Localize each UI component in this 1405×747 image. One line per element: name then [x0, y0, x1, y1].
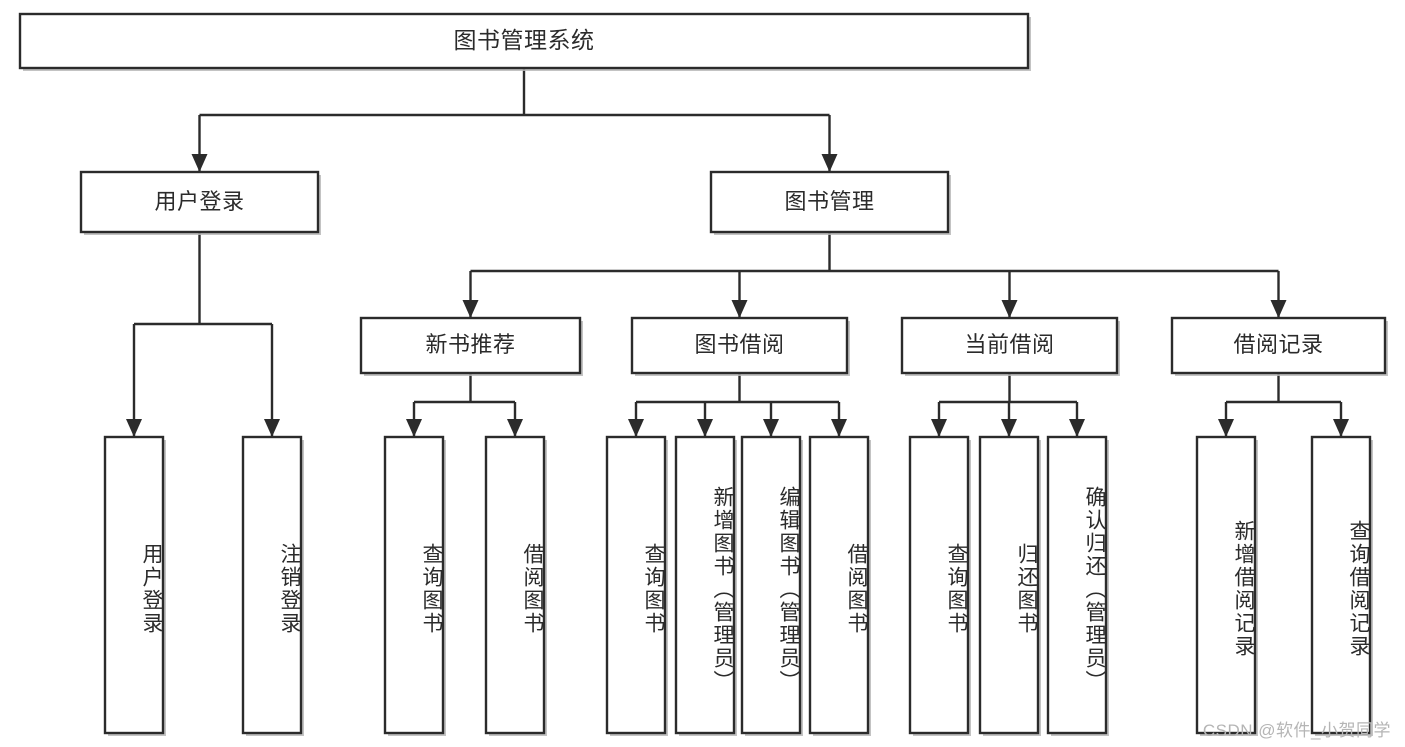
node-box-leaf-query-book-recommend[interactable]: [383, 435, 445, 735]
arrow-head-icon: [406, 419, 422, 437]
node-box-user-login[interactable]: [79, 170, 320, 234]
node-box-root[interactable]: [18, 12, 1030, 70]
node-box-borrow-record[interactable]: [1170, 316, 1387, 375]
arrow-head-icon: [697, 419, 713, 437]
arrow-head-icon: [731, 300, 748, 318]
arrow-head-icon: [628, 419, 644, 437]
node-box-leaf-confirm-return-admin[interactable]: [1046, 435, 1108, 735]
arrow-head-icon: [1069, 419, 1085, 437]
arrow-head-icon: [1333, 419, 1349, 437]
arrow-head-icon: [1001, 300, 1018, 318]
node-box-book-borrow[interactable]: [630, 316, 849, 375]
arrow-head-icon: [831, 419, 847, 437]
node-box-leaf-query-book-borrow[interactable]: [605, 435, 667, 735]
arrow-head-icon: [931, 419, 947, 437]
node-box-book-manage[interactable]: [709, 170, 950, 234]
node-box-leaf-borrow-book[interactable]: [808, 435, 870, 735]
node-box-leaf-borrow-book-recommend[interactable]: [484, 435, 546, 735]
node-box-leaf-add-book-admin[interactable]: [674, 435, 736, 735]
watermark: CSDN @软件_小贺同学: [1202, 721, 1391, 740]
arrow-head-icon: [507, 419, 523, 437]
arrow-head-icon: [1001, 419, 1017, 437]
arrow-head-icon: [1218, 419, 1234, 437]
node-box-leaf-query-borrow-record[interactable]: [1310, 435, 1372, 735]
node-box-leaf-query-book-current[interactable]: [908, 435, 970, 735]
arrow-head-icon: [821, 154, 838, 172]
node-box-leaf-user-login[interactable]: [103, 435, 165, 735]
node-layer: [18, 12, 1388, 736]
node-box-leaf-add-borrow-record[interactable]: [1195, 435, 1257, 735]
arrow-head-icon: [763, 419, 779, 437]
node-box-leaf-return-book[interactable]: [978, 435, 1040, 735]
arrow-head-icon: [462, 300, 479, 318]
node-box-new-book-recommend[interactable]: [359, 316, 582, 375]
connector-layer: [126, 68, 1349, 437]
node-box-leaf-user-logout[interactable]: [241, 435, 303, 735]
arrow-head-icon: [264, 419, 280, 437]
arrow-head-icon: [126, 419, 142, 437]
node-box-leaf-edit-book-admin[interactable]: [740, 435, 802, 735]
arrow-head-icon: [1270, 300, 1287, 318]
node-box-current-borrow[interactable]: [900, 316, 1119, 375]
arrow-head-icon: [191, 154, 208, 172]
